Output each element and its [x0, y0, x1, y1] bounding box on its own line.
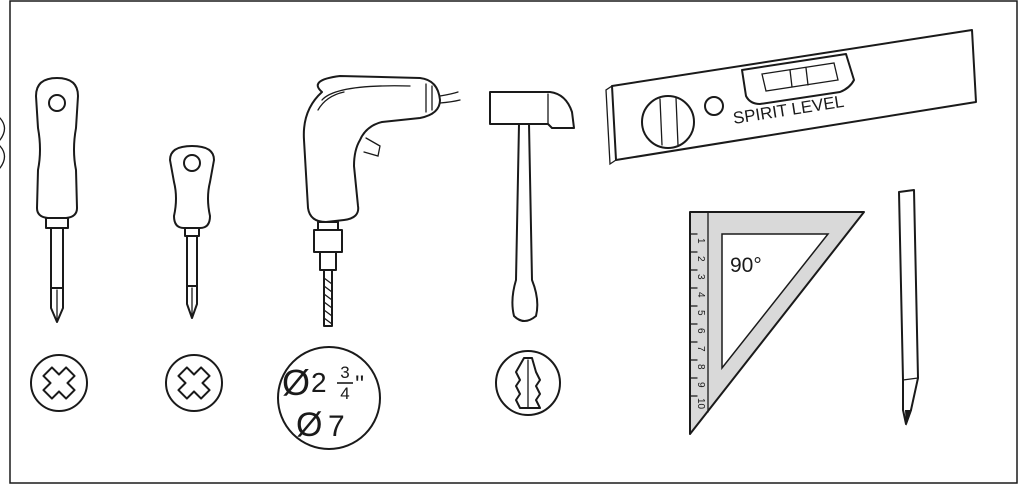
imperial-fraction-denominator: 4 — [340, 384, 349, 403]
frame-border — [9, 0, 1018, 484]
frame-edge-mark — [0, 145, 6, 169]
pencil-icon — [898, 189, 919, 426]
metric-diameter-symbol: Ø — [296, 406, 322, 444]
scale-ticks — [689, 233, 698, 397]
set-square-icon — [689, 211, 865, 435]
large-screwdriver-icon — [35, 77, 79, 323]
scale-label: 8 — [695, 364, 706, 370]
imperial-diameter-symbol: Ø — [282, 362, 310, 403]
scale-label: 5 — [695, 310, 706, 316]
electric-drill-icon — [302, 75, 461, 327]
scale-label: 2 — [695, 256, 706, 262]
phillips-screw-icon — [30, 354, 88, 412]
hammer-icon — [489, 91, 575, 322]
imperial-diameter-whole: 2 — [311, 367, 327, 398]
drill-bit-size-labels: Ø 2 3 4 '' Ø 7 — [282, 362, 364, 444]
imperial-unit: '' — [355, 371, 364, 398]
metric-diameter-value: 7 — [328, 410, 345, 443]
scale-label: 3 — [695, 274, 706, 280]
pencil-tip — [905, 410, 912, 426]
square-angle-label: 90° — [730, 254, 762, 277]
frame-edge-mark — [0, 117, 6, 141]
scale-label: 4 — [695, 292, 706, 298]
scale-label: 10 — [695, 398, 706, 410]
spirit-level-icon — [605, 29, 977, 166]
scale-label: 6 — [695, 328, 706, 334]
phillips-screw-icon — [165, 354, 223, 412]
scale-label: 7 — [695, 346, 706, 352]
scale-label: 9 — [695, 382, 706, 388]
scale-label: 1 — [695, 238, 706, 244]
small-screwdriver-icon — [169, 145, 215, 319]
wall-plug-icon — [495, 350, 561, 416]
square-scale-labels: 1 2 3 4 5 6 7 8 9 10 — [695, 238, 706, 410]
imperial-fraction-numerator: 3 — [340, 363, 349, 382]
drill-bit-size-icon — [277, 346, 381, 450]
